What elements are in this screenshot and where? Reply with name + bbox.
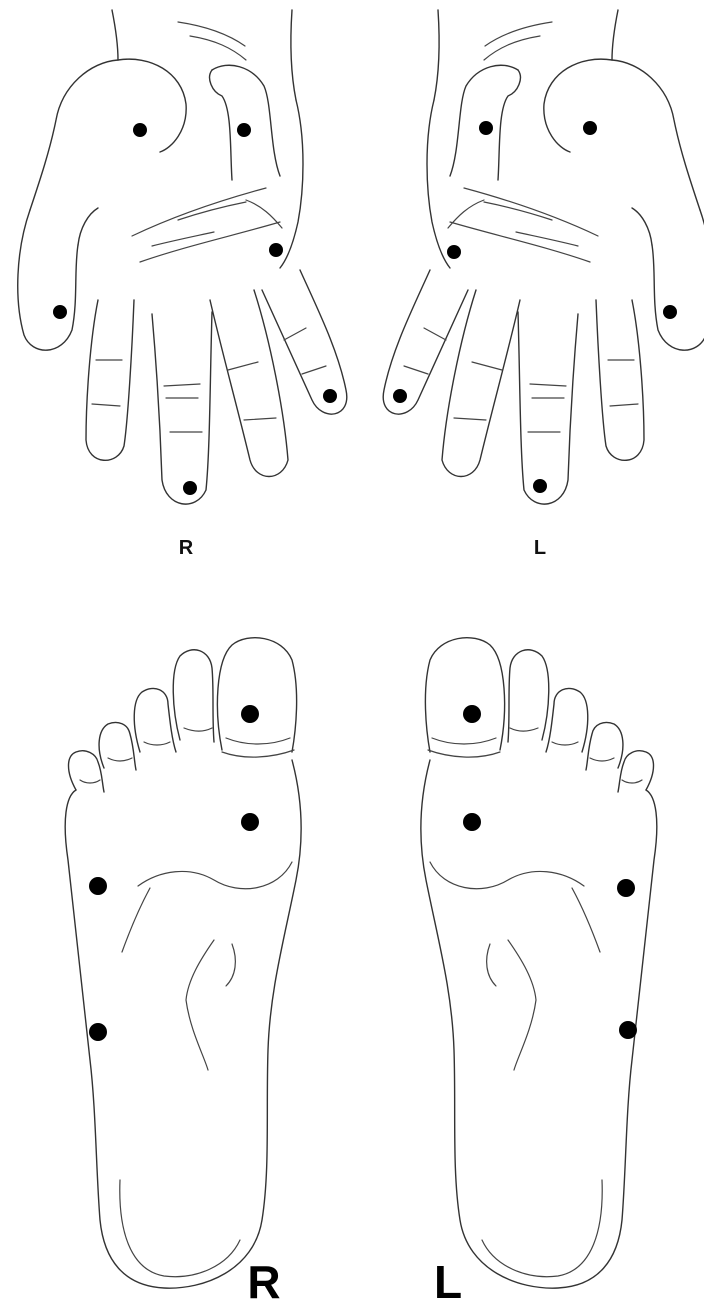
feet-right-label: R <box>247 1256 280 1306</box>
right-hand-point-1 <box>133 123 147 137</box>
right-hand-point-6 <box>183 481 197 495</box>
left-foot-point-4 <box>619 1021 637 1039</box>
hands-left-label: L <box>534 537 546 559</box>
right-hand-point-2 <box>237 123 251 137</box>
right-foot-point-1 <box>241 705 259 723</box>
right-foot-point-3 <box>89 877 107 895</box>
left-hand-point-4 <box>663 305 677 319</box>
right-hand-point-4 <box>53 305 67 319</box>
left-hand-point-6 <box>533 479 547 493</box>
right-hand-palm <box>18 10 347 504</box>
right-foot-sole <box>65 638 301 1288</box>
left-foot-point-1 <box>463 705 481 723</box>
left-hand-point-2 <box>479 121 493 135</box>
hands-right-label: R <box>179 537 194 559</box>
right-hand-point-3 <box>269 243 283 257</box>
feet-left-label: L <box>434 1256 462 1306</box>
left-hand-point-5 <box>393 389 407 403</box>
left-foot-sole <box>421 638 657 1288</box>
right-hand-point-5 <box>323 389 337 403</box>
right-foot-point-2 <box>241 813 259 831</box>
left-hand-point-3 <box>447 245 461 259</box>
right-foot-point-4 <box>89 1023 107 1041</box>
left-hand-palm <box>383 10 704 504</box>
left-foot-point-3 <box>617 879 635 897</box>
left-hand-point-1 <box>583 121 597 135</box>
left-foot-point-2 <box>463 813 481 831</box>
